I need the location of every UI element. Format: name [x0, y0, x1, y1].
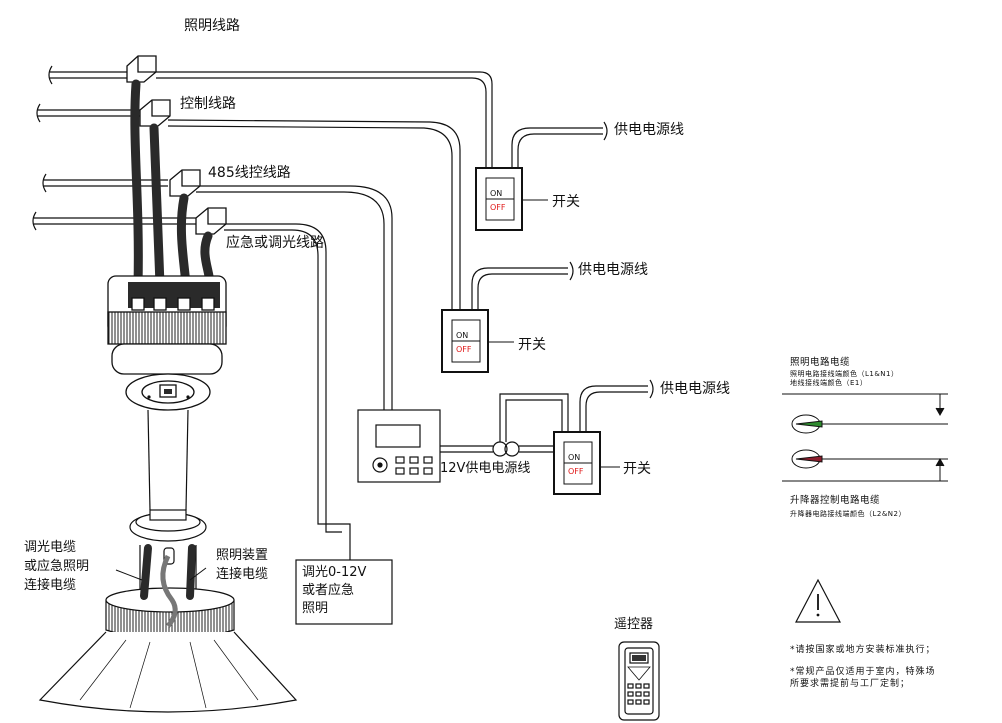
controller-box: [357, 409, 441, 483]
switch-label-2: 开关: [518, 337, 546, 353]
switch-1-on[interactable]: ON: [490, 189, 503, 198]
wire-ends: [32, 65, 53, 231]
controller-power-wire: [440, 393, 569, 457]
high-bay-lamp: [38, 509, 298, 713]
driver-box: [107, 275, 227, 411]
dimming-box-label: 调光0-12V 或者应急 照明: [302, 565, 367, 616]
remote-control: [618, 641, 660, 721]
switch-3-off[interactable]: OFF: [568, 467, 584, 476]
legend-lift-sub: 升降器电路接线端颜色（L2&N2）: [790, 510, 907, 518]
warning-icon: [795, 578, 841, 623]
remote-label: 遥控器: [614, 617, 654, 632]
junction-box-lighting: [126, 55, 157, 83]
suspension-rods: [147, 409, 189, 511]
dimming-box: [295, 559, 393, 625]
note-indoor-only: *常规产品仅适用于室内，特殊场 所要求需提前与工厂定制；: [790, 667, 936, 689]
junction-box-485: [169, 169, 201, 197]
legend-lighting-sub1: 照明电路接线端颜色（L1&N1）: [790, 370, 899, 378]
switch-label-1: 开关: [552, 194, 580, 210]
control-line-wire: [38, 109, 461, 310]
485-line-label: 485线控线路: [208, 165, 291, 181]
dimming-cable-label: 调光电缆 或应急照明 连接电缆: [24, 540, 90, 593]
switch-label-3: 开关: [623, 461, 651, 477]
power-cords: [471, 121, 654, 432]
lighting-line-wire: [50, 71, 493, 168]
junction-box-control: [139, 99, 171, 127]
cables-to-driver: [130, 79, 215, 290]
power-cord-label-2: 供电电源线: [578, 262, 648, 278]
legend-lighting-title: 照明电路电缆: [790, 357, 851, 368]
cable-legend: [782, 393, 948, 482]
power-cord-label-3: 供电电源线: [660, 381, 730, 397]
lighting-line-label: 照明线路: [184, 18, 240, 34]
junction-box-emergency: [195, 207, 227, 235]
switch-3-box: [553, 431, 620, 495]
switch-2-on[interactable]: ON: [456, 331, 469, 340]
485-line-wire: [44, 179, 393, 410]
legend-lighting-sub2: 地线接线端颜色（E1）: [790, 379, 868, 387]
emergency-line-wire: [34, 217, 351, 560]
control-line-label: 控制线路: [180, 96, 236, 112]
switch-1-off[interactable]: OFF: [490, 203, 506, 212]
switch-2-off[interactable]: OFF: [456, 345, 472, 354]
lamp-cables: [140, 544, 196, 600]
callout-lines: [115, 567, 207, 581]
power-cord-label-1: 供电电源线: [614, 122, 684, 138]
note-install-standard: *请按国家或地方安装标准执行；: [790, 645, 936, 655]
switch-1-box: [475, 167, 548, 231]
switch-2-box: [441, 309, 514, 373]
legend-lift-title: 升降器控制电路电缆: [790, 495, 881, 506]
switch-3-on[interactable]: ON: [568, 453, 581, 462]
emergency-dimming-line-label: 应急或调光线路: [226, 235, 324, 251]
controller-power-label: 12V供电电源线: [440, 461, 531, 476]
lighting-device-cable-label: 照明装置 连接电缆: [216, 548, 269, 582]
lamp-hook: [160, 554, 178, 628]
